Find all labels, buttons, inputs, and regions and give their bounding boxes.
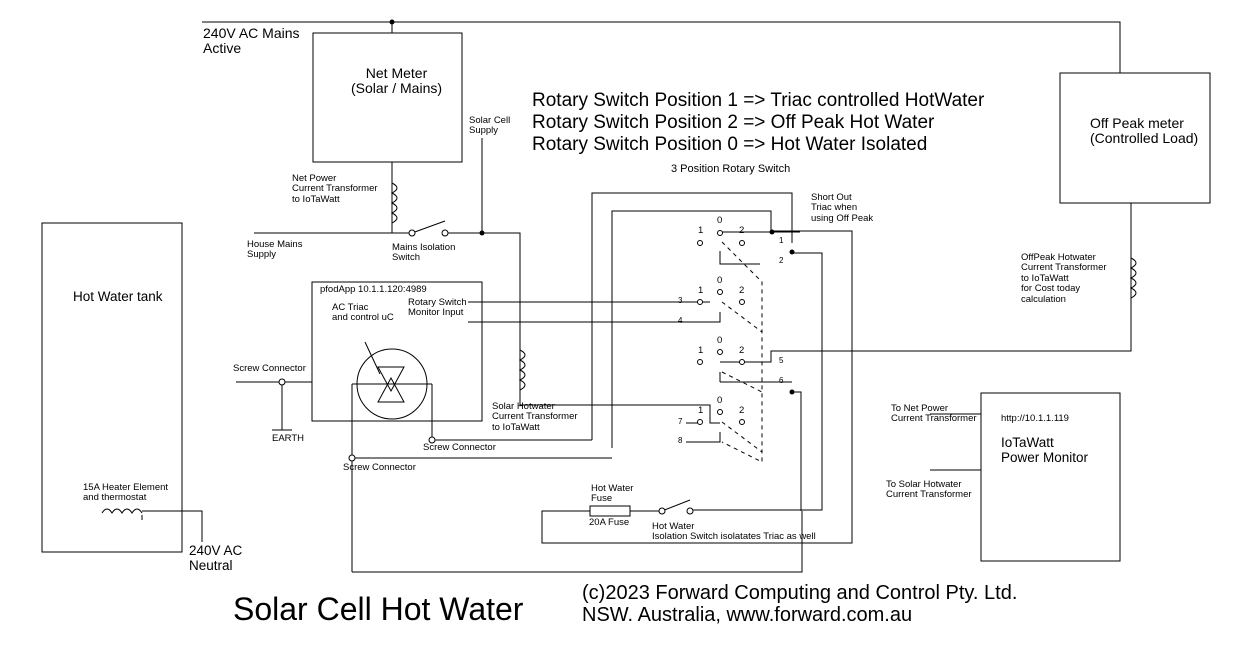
- fuse-symbol: [590, 506, 630, 516]
- copyright: (c)2023 Forward Computing and Control Pt…: [582, 582, 1018, 626]
- diagram-title: Solar Cell Hot Water: [233, 591, 524, 627]
- switch-label-2a: 2: [739, 225, 745, 236]
- screw-connector-bottom-label: Screw Connector: [343, 462, 416, 473]
- switch-label-0a: 0: [717, 215, 723, 226]
- terminal-1: 1: [779, 236, 784, 245]
- iotawatt-url: http://10.1.1.119: [1001, 413, 1069, 424]
- off-peak-meter-label: Off Peak meter(Controlled Load): [1090, 115, 1199, 147]
- switch-label-0b: 0: [717, 275, 723, 286]
- pfod-title: pfodApp 10.1.1.120:4989: [320, 284, 427, 295]
- fuse-rating-label: 20A Fuse: [589, 517, 630, 528]
- rotary-positions-legend: Rotary Switch Position 1 => Triac contro…: [532, 90, 985, 155]
- hw-isolation-switch: [662, 500, 690, 511]
- heater-element-wire: [142, 511, 202, 542]
- terminal-3: 3: [678, 296, 683, 305]
- terminal-8: 8: [678, 436, 683, 445]
- mains-active-wire: [202, 22, 1120, 73]
- net-meter-label: Net Meter(Solar / Mains): [351, 65, 443, 97]
- hot-water-tank-label: Hot Water tank: [73, 289, 163, 304]
- mains-isolation-switch: [412, 221, 445, 233]
- switch-label-2c: 2: [739, 345, 745, 356]
- terminal-6: 6: [779, 376, 784, 385]
- rotary-linkage-dashed: [722, 242, 762, 462]
- terminal-2: 2: [779, 256, 784, 265]
- heater-coil: [102, 509, 142, 513]
- offpeak-wire: [720, 203, 1131, 362]
- switch-label-1d: 1: [698, 405, 704, 416]
- iotawatt-box: [981, 393, 1120, 561]
- pfod-controller-box: [312, 282, 482, 421]
- switch-label-0d: 0: [717, 395, 723, 406]
- screw-connector-right-label: Screw Connector: [423, 442, 496, 453]
- earth-label: EARTH: [272, 433, 305, 444]
- hot-water-tank-box: [42, 223, 182, 552]
- terminal-7: 7: [678, 417, 683, 426]
- net-meter-box: [313, 33, 462, 162]
- switch-label-0c: 0: [717, 335, 723, 346]
- switch-label-1b: 1: [698, 285, 704, 296]
- offpeak-ct-coil: [1131, 258, 1136, 298]
- switch-label-1a: 1: [698, 225, 704, 236]
- short-out-wire: [542, 231, 852, 543]
- off-peak-meter-box: [1060, 73, 1210, 203]
- terminal-5: 5: [779, 356, 784, 365]
- switch-label-2d: 2: [739, 405, 745, 416]
- monitor-input-line-4: [468, 312, 720, 322]
- triac-feed-wire: [592, 193, 792, 440]
- screw-connector-left-label: Screw Connector: [233, 363, 306, 374]
- rotary-switch-title: 3 Position Rotary Switch: [671, 163, 791, 175]
- solar-hotwater-ct-coil: [520, 350, 525, 390]
- switch-label-2b: 2: [739, 285, 745, 296]
- net-power-ct-coil: [392, 183, 397, 223]
- switch-label-1c: 1: [698, 345, 704, 356]
- terminal-4: 4: [678, 316, 683, 325]
